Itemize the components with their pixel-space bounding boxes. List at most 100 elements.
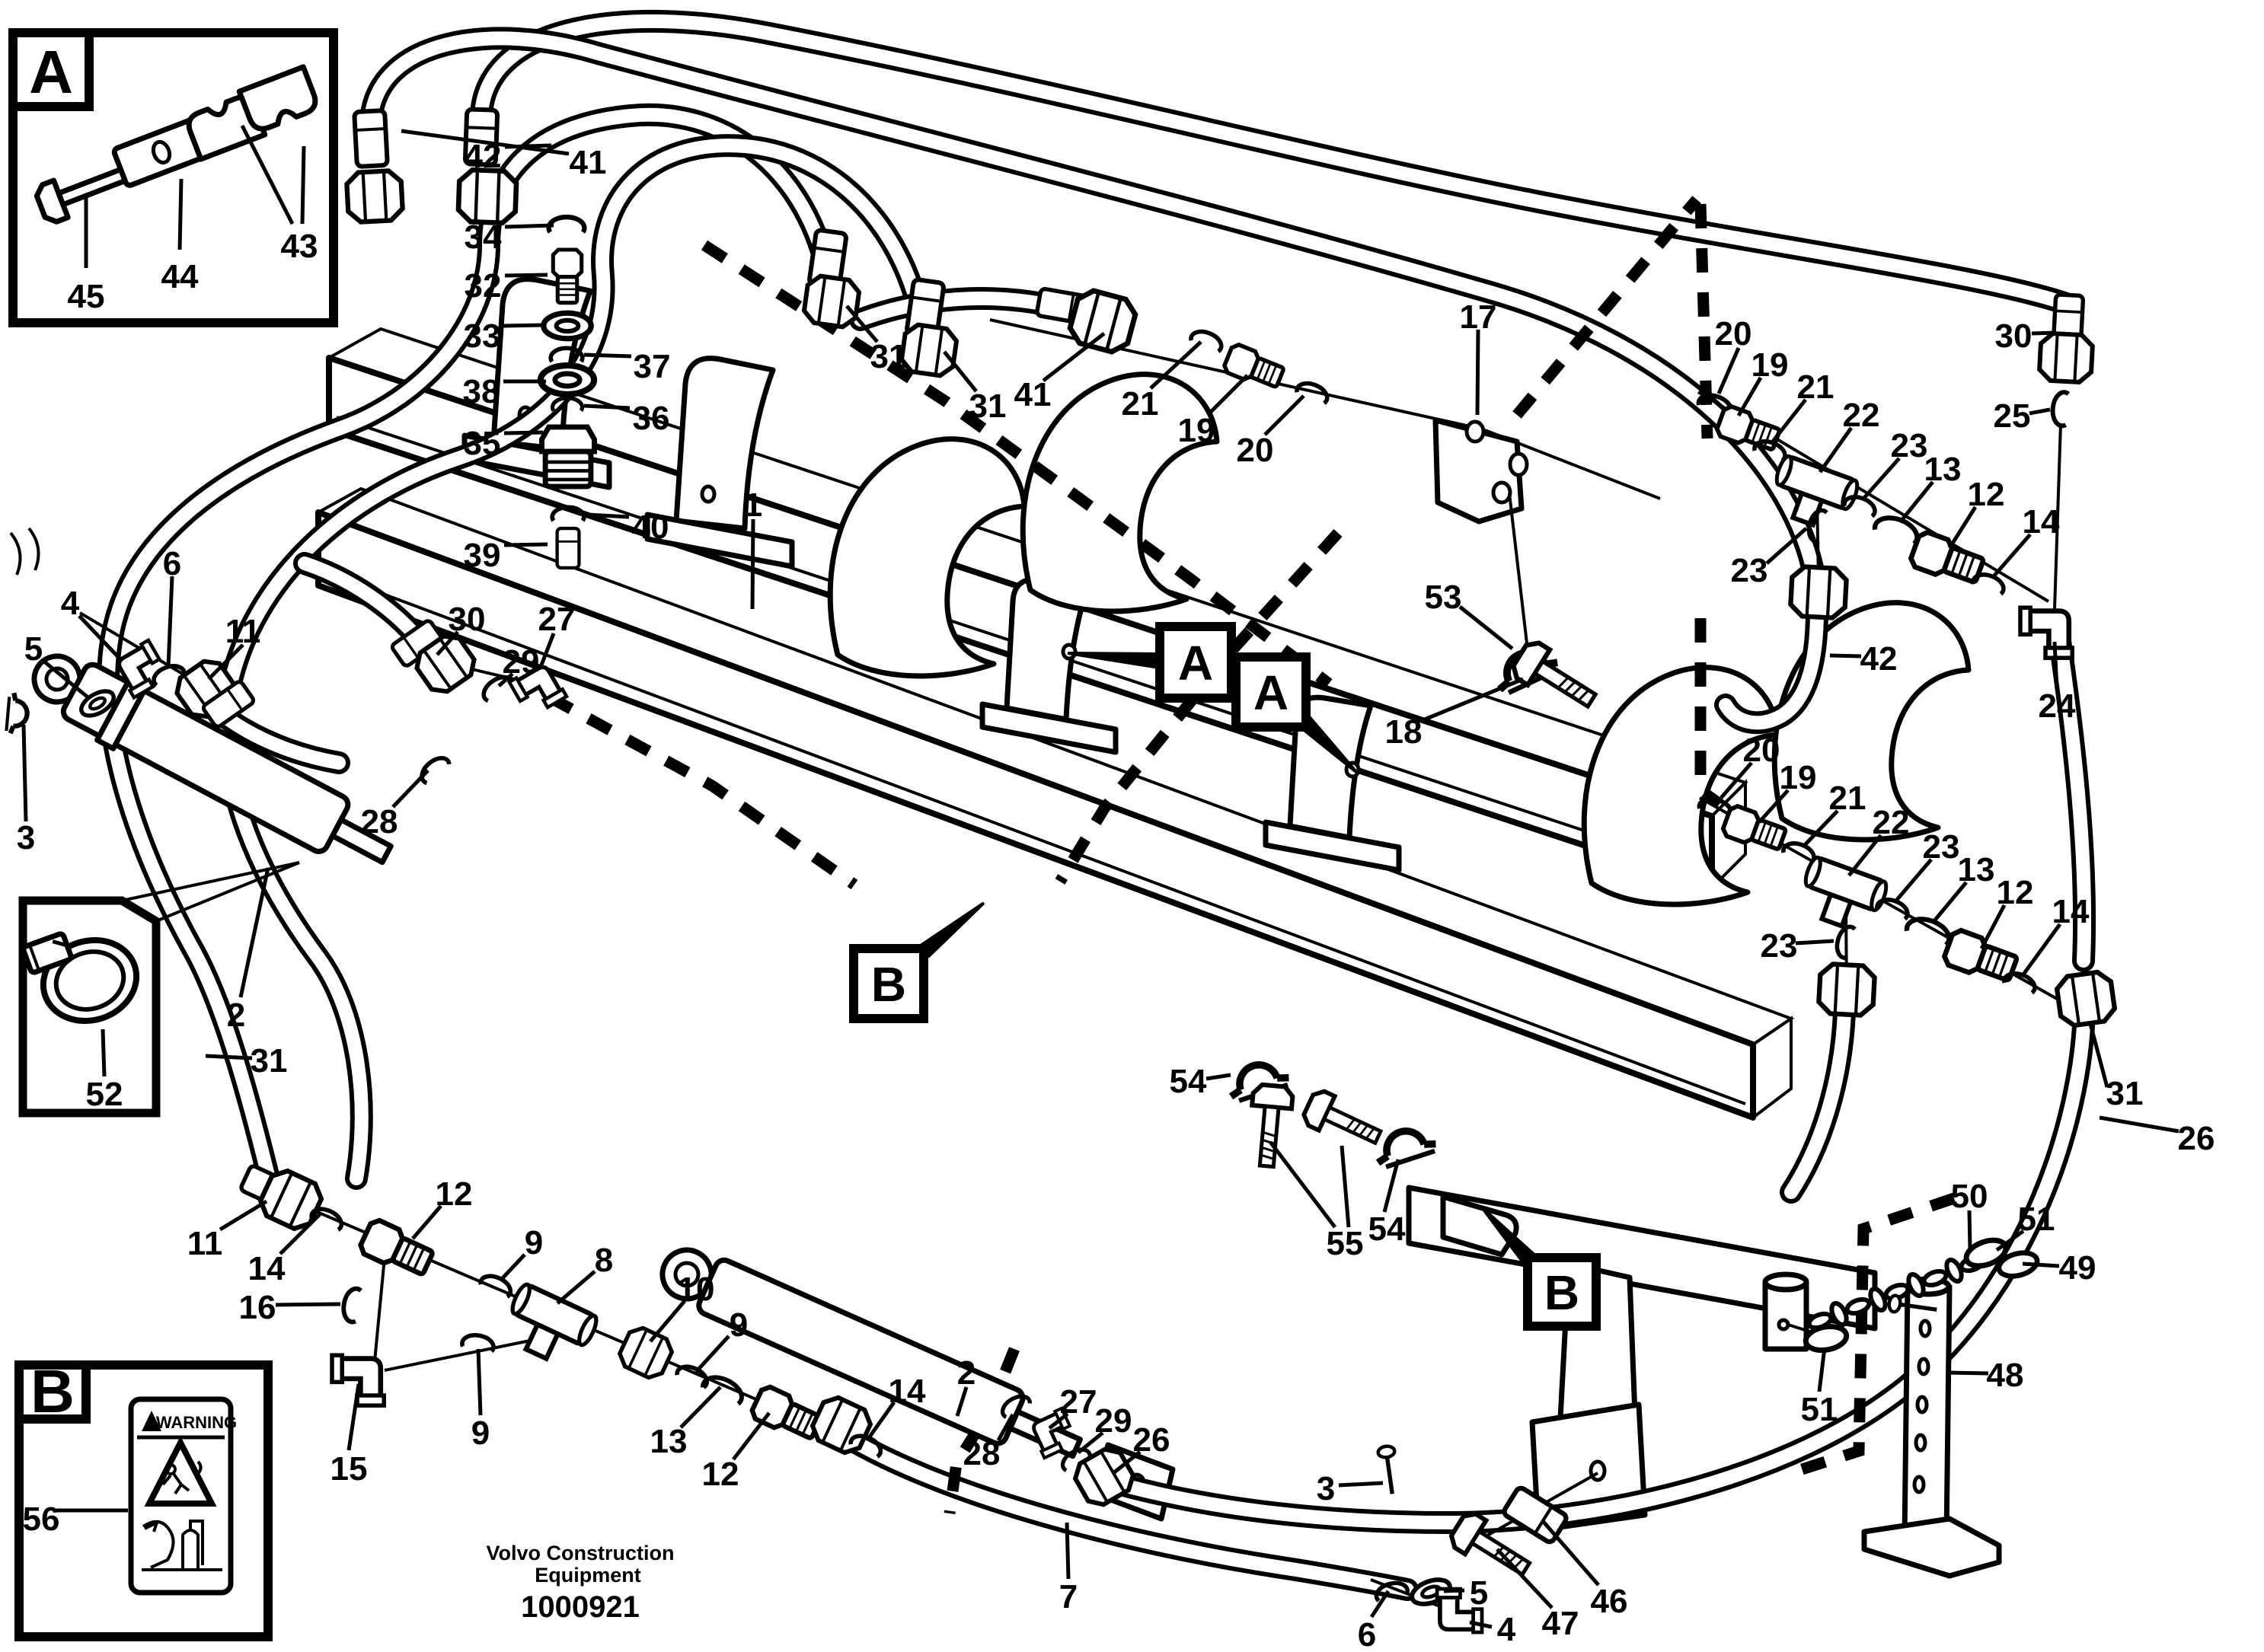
callout-leader	[436, 630, 459, 656]
callout-32: 32	[465, 267, 548, 305]
callout-51: 51	[1995, 1201, 2055, 1252]
callout-45: 45	[68, 196, 104, 315]
callout-number: 16	[239, 1289, 276, 1326]
hook-claw	[1581, 665, 1781, 907]
hose-nut-31	[900, 324, 958, 378]
callout-number: 54	[1170, 1063, 1207, 1100]
callout-25: 25	[1994, 397, 2051, 435]
callout-number: 2	[227, 997, 245, 1034]
callout-number: 33	[464, 317, 501, 355]
bolt-55	[1301, 1088, 1386, 1154]
callout-4: 4	[61, 585, 123, 662]
callout-leader	[1369, 1590, 1391, 1619]
hose-41	[359, 27, 1827, 595]
callout-leader	[1112, 1450, 1142, 1475]
callout-number: 30	[1995, 317, 2032, 355]
callout-leader	[43, 660, 91, 700]
hose-42-bend	[1714, 599, 1828, 735]
callout-leader	[1967, 1210, 1972, 1249]
hose-nut-42	[1790, 566, 1847, 619]
callout-number: 4	[1497, 1611, 1516, 1648]
callout-number: 3	[17, 819, 35, 856]
callout-leader	[1898, 480, 1934, 524]
callout-number: 27	[1060, 1383, 1097, 1421]
callout-number: 26	[1133, 1421, 1170, 1459]
callout-leader	[2022, 1261, 2060, 1268]
callout-leader	[205, 1054, 253, 1060]
callout-49: 49	[2022, 1249, 2096, 1287]
washer-38	[541, 365, 594, 394]
callout-number: 46	[1591, 1583, 1628, 1620]
callout-39: 39	[464, 537, 548, 574]
callout-leader	[21, 724, 28, 822]
callout-9: 9	[695, 1306, 748, 1373]
callout-55: 55	[1269, 1140, 1363, 1262]
callout-number: 7	[1059, 1578, 1078, 1615]
manifold-block-17	[1432, 417, 1661, 644]
adapter-12	[749, 1384, 824, 1443]
callout-number: 23	[1923, 828, 1960, 866]
callout-11: 11	[207, 613, 260, 681]
seal-ring-25	[2052, 391, 2069, 426]
callout-20: 20	[1720, 732, 1780, 799]
callout-number: 13	[1958, 851, 1995, 888]
callout-leader	[1048, 1412, 1069, 1430]
figure-number: 1000921	[521, 1590, 640, 1624]
callout-number: 18	[1385, 713, 1423, 751]
callout-leader	[996, 1413, 1015, 1442]
callout-leader	[1205, 1073, 1231, 1081]
callout-44: 44	[161, 178, 199, 295]
callout-leader	[845, 305, 879, 343]
callout-number: 31	[969, 387, 1007, 425]
callout-leader	[275, 1302, 341, 1307]
callout-41: 41	[1014, 332, 1106, 413]
callout-50: 50	[1951, 1178, 1988, 1249]
warning-triangle-icon	[142, 1411, 161, 1431]
callout-number: 39	[464, 537, 501, 574]
hose-nut	[458, 170, 516, 224]
callout-number: 29	[503, 643, 540, 681]
callout-24: 24	[2039, 641, 2076, 725]
callout-number: 44	[161, 258, 199, 295]
hose-31-right	[2048, 630, 2096, 972]
callout-leader	[1817, 1347, 1827, 1392]
strap-clamp-drawing	[21, 931, 140, 1025]
callout-leader	[1065, 1522, 1071, 1580]
callout-number: 5	[1470, 1574, 1488, 1612]
callout-number: 6	[163, 545, 181, 582]
hose-41-stub	[849, 287, 1071, 331]
callout-35: 35	[464, 425, 544, 462]
callout-number: 9	[471, 1414, 490, 1452]
section-marker-b: B	[849, 901, 985, 1023]
warning-label-56: WARNING	[128, 1396, 237, 1596]
callout-number: 19	[1178, 412, 1215, 449]
callout-13: 13	[1898, 451, 1961, 524]
callout-31: 31	[205, 1042, 287, 1080]
callout-9: 9	[499, 1224, 543, 1282]
callout-leader	[866, 1401, 896, 1440]
marker-wedge-leader	[1298, 716, 1359, 774]
callout-number: 48	[1987, 1357, 2024, 1394]
callout-23: 23	[1731, 527, 1808, 589]
callout-leader	[411, 1204, 442, 1240]
callout-number: 22	[1843, 397, 1880, 434]
callout-number: 23	[1731, 552, 1768, 589]
nipple-32	[553, 250, 581, 303]
callout-52: 52	[86, 1029, 123, 1113]
callout-number: 47	[1542, 1605, 1579, 1642]
callout-4: 4	[1469, 1611, 1516, 1648]
callout-20: 20	[1237, 394, 1305, 469]
callout-42: 42	[1829, 640, 1897, 678]
callout-leader	[504, 223, 554, 229]
callout-number: 25	[1994, 397, 2031, 435]
callout-leader	[476, 1348, 483, 1416]
callout-56: 56	[23, 1501, 128, 1538]
callout-leader	[1829, 653, 1862, 659]
callout-leader	[538, 633, 556, 668]
hazard-triangle-pictogram	[144, 1436, 217, 1507]
callout-leader	[1443, 1588, 1465, 1593]
cap-39	[557, 528, 580, 568]
callout-number: 10	[678, 1271, 715, 1308]
callout-leader	[1541, 1520, 1600, 1587]
callout-leader	[943, 350, 978, 393]
